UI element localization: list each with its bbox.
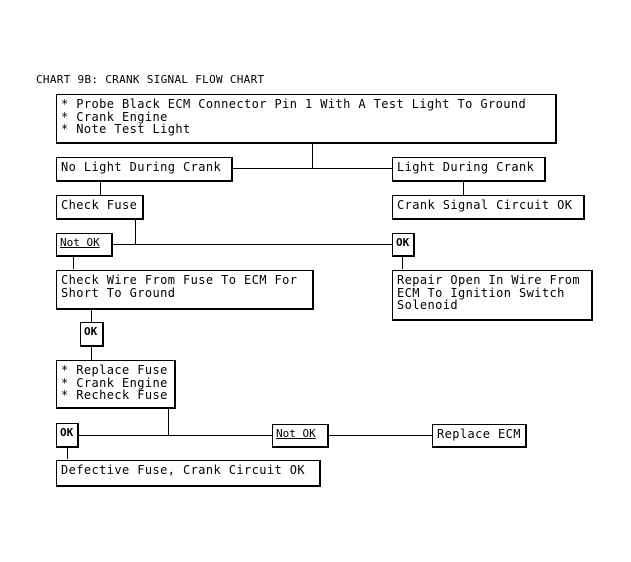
crank-signal-ok-box: Crank Signal Circuit OK — [392, 195, 585, 220]
connector — [91, 309, 92, 322]
connector — [78, 435, 273, 436]
probe-ecm-step-box: * Probe Black ECM Connector Pin 1 With A… — [56, 94, 557, 144]
connector — [73, 256, 74, 269]
check-fuse-box: Check Fuse — [56, 195, 144, 220]
replace-fuse-box: * Replace Fuse * Crank Engine * Recheck … — [56, 360, 176, 409]
defective-fuse-box: Defective Fuse, Crank Circuit OK — [56, 460, 321, 487]
not-ok-label: Not OK — [272, 424, 329, 448]
connector — [100, 181, 101, 195]
connector — [135, 219, 136, 244]
connector — [91, 346, 92, 360]
ok-label: OK — [80, 322, 104, 347]
chart-title: CHART 9B: CRANK SIGNAL FLOW CHART — [36, 73, 265, 86]
connector — [328, 435, 432, 436]
connector — [168, 408, 169, 435]
connector — [312, 144, 313, 168]
connector — [67, 447, 68, 459]
connector — [463, 181, 464, 195]
no-light-box: No Light During Crank — [56, 157, 233, 182]
ok-label: OK — [56, 423, 79, 448]
ok-label: OK — [392, 233, 415, 257]
connector — [112, 244, 393, 245]
check-wire-box: Check Wire From Fuse To ECM For Short To… — [56, 270, 314, 310]
connector — [232, 168, 393, 169]
connector — [402, 256, 403, 269]
not-ok-label: Not OK — [56, 233, 113, 257]
replace-ecm-box: Replace ECM — [432, 424, 527, 448]
repair-open-box: Repair Open In Wire From ECM To Ignition… — [392, 270, 593, 321]
light-box: Light During Crank — [392, 157, 546, 182]
